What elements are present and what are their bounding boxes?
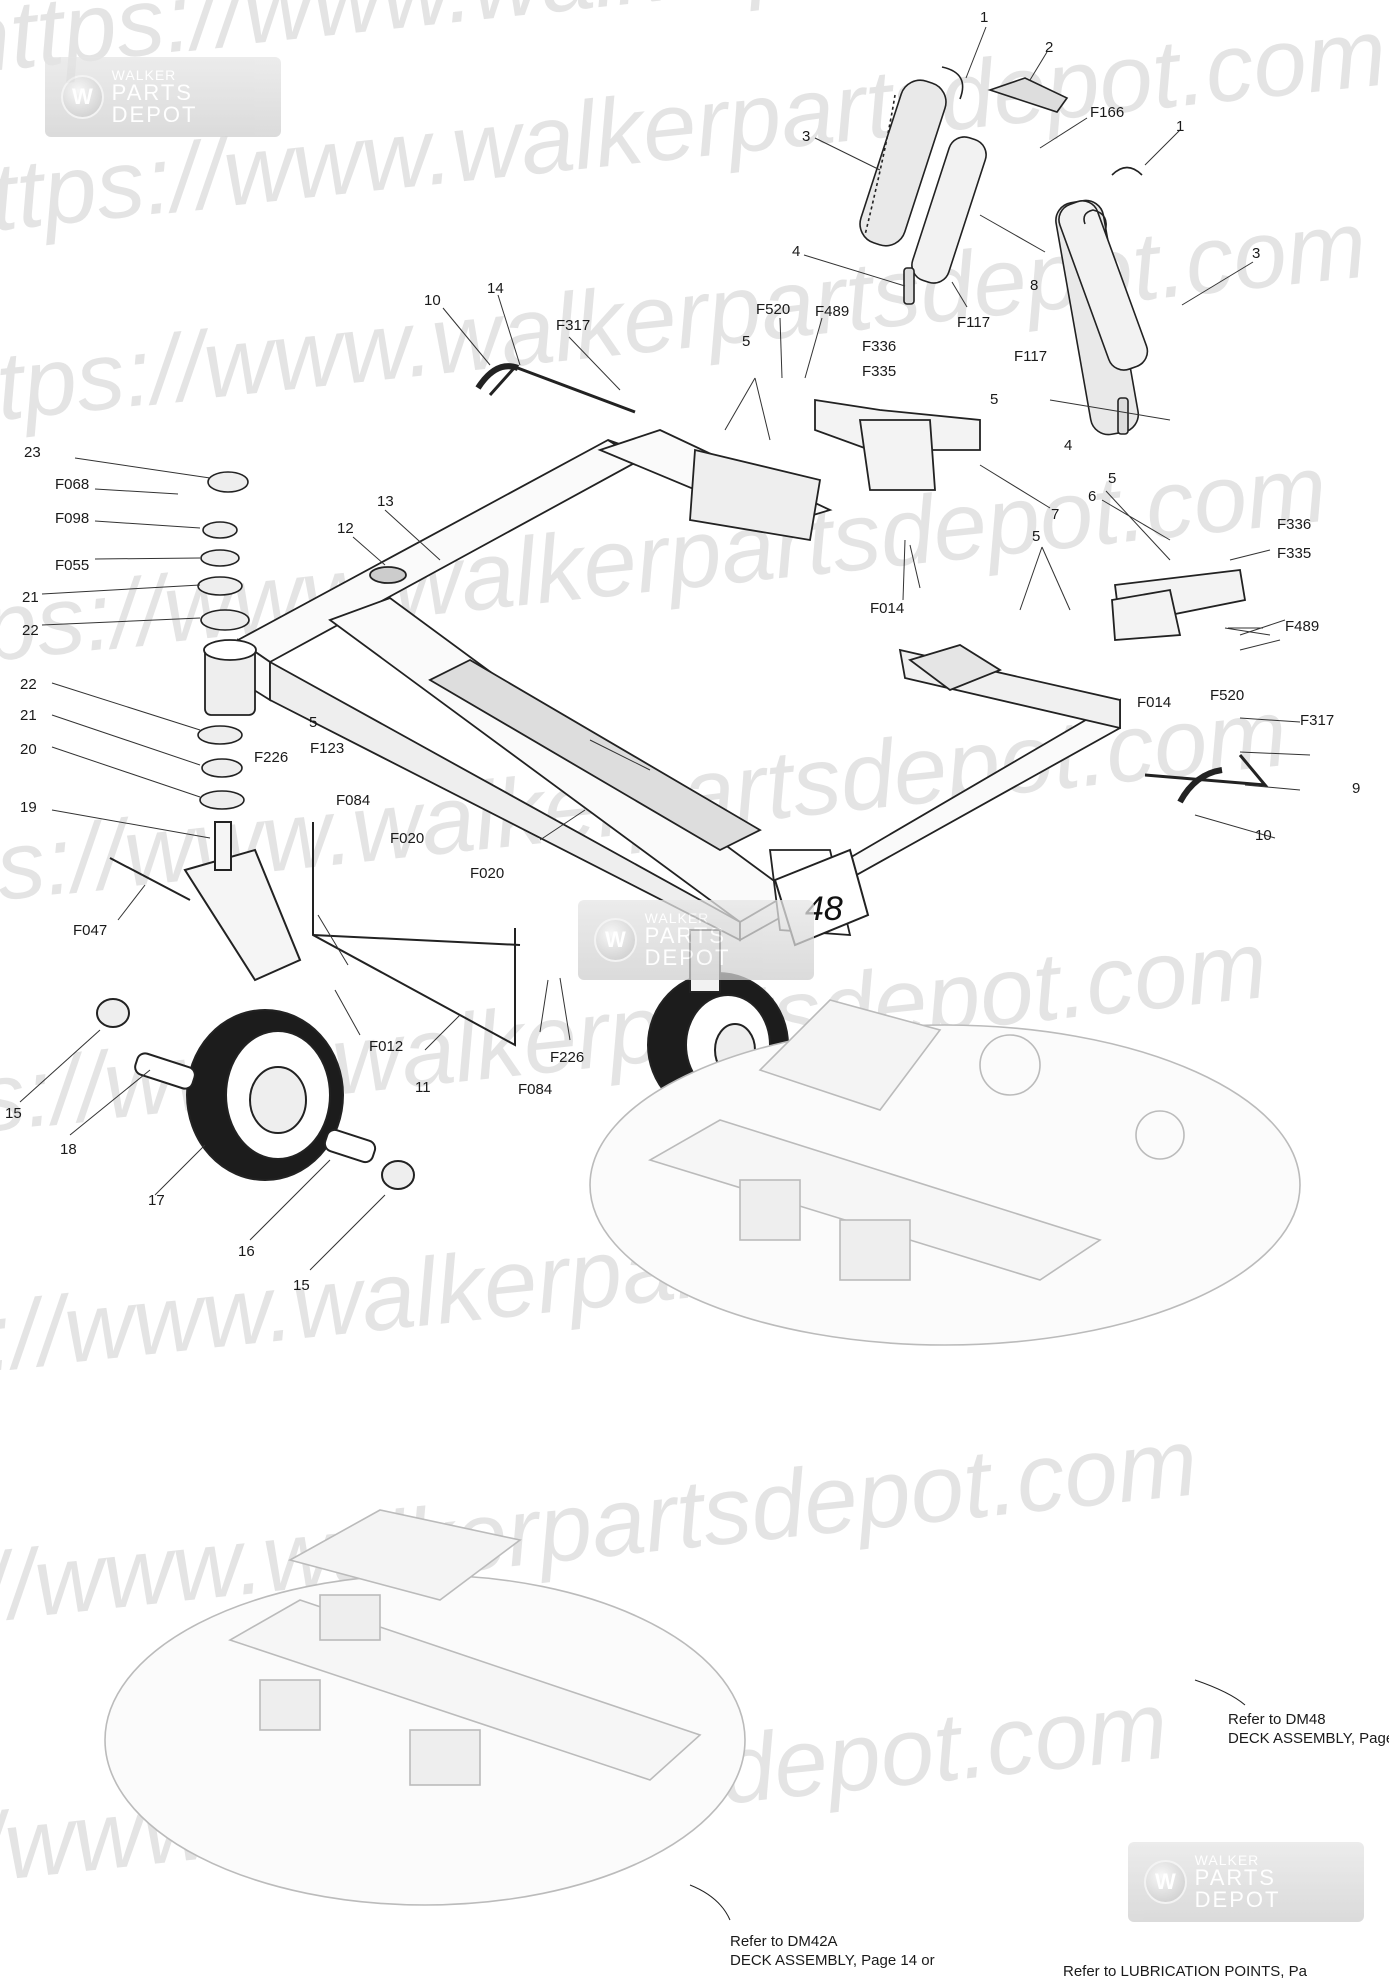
callout: 6 <box>1088 488 1096 505</box>
callout: F055 <box>55 557 89 574</box>
callout: F489 <box>815 303 849 320</box>
note-dm42a: Refer to DM42A DECK ASSEMBLY, Page 14 or <box>730 1933 935 1969</box>
callout: 12 <box>337 520 354 537</box>
callout: 9 <box>1352 780 1360 797</box>
callout: 10 <box>424 292 441 309</box>
callout: 11 <box>415 1079 431 1096</box>
deck-dm42a <box>104 1509 746 1906</box>
walker-logo-icon: W <box>594 918 637 962</box>
deck-frame <box>203 429 1121 942</box>
logo-text-top: WALKER <box>1194 1852 1260 1868</box>
callout: F084 <box>518 1081 552 1098</box>
callout: 17 <box>148 1192 165 1209</box>
logo-text-top: WALKER <box>644 910 710 926</box>
callout: 23 <box>24 444 41 461</box>
callout: 20 <box>20 741 37 758</box>
callout: 15 <box>5 1105 22 1122</box>
callout: 7 <box>1051 506 1059 523</box>
walker-logo-icon: W <box>61 75 104 119</box>
callout: F068 <box>55 476 89 493</box>
callout: 3 <box>802 128 810 145</box>
caster-wheel-left <box>96 998 415 1190</box>
logo-text-bottom: PARTS DEPOT <box>111 80 198 127</box>
gauge-wheel-bracket <box>312 822 521 1047</box>
callout: 5 <box>742 333 750 350</box>
spring-assembly-left <box>859 66 1149 436</box>
callout: F520 <box>756 301 790 318</box>
callout: F014 <box>870 600 904 617</box>
watermark-logo: W WALKER PARTS DEPOT <box>1128 1842 1364 1922</box>
callout: 4 <box>1064 437 1072 454</box>
watermark-logo: W WALKER PARTS DEPOT <box>45 57 281 137</box>
callout: 8 <box>1030 277 1038 294</box>
callout: F520 <box>1210 687 1244 704</box>
callout: 21 <box>22 589 39 606</box>
callout: 22 <box>22 622 39 639</box>
callout: 4 <box>792 243 800 260</box>
callout: F047 <box>73 922 107 939</box>
logo-text-top: WALKER <box>111 67 177 83</box>
logo-text-bottom: PARTS DEPOT <box>644 923 731 970</box>
callout: F336 <box>1277 516 1311 533</box>
callout: F335 <box>1277 545 1311 562</box>
callout: F317 <box>556 317 590 334</box>
deck-leader-lines <box>689 1679 1246 1921</box>
callout: F226 <box>254 749 288 766</box>
callout: 21 <box>20 707 37 724</box>
callout: F335 <box>862 363 896 380</box>
callout: F020 <box>390 830 424 847</box>
deck-dm48 <box>589 999 1301 1346</box>
callout: F014 <box>1137 694 1171 711</box>
callout: 5 <box>1032 528 1040 545</box>
callout: F020 <box>470 865 504 882</box>
callout: 3 <box>1252 245 1260 262</box>
callout: F117 <box>957 314 990 331</box>
callout: 5 <box>990 391 998 408</box>
spindle-stack <box>197 471 250 810</box>
callout: F336 <box>862 338 896 355</box>
caster-fork-left <box>109 821 302 982</box>
note-lubrication: Refer to LUBRICATION POINTS, Pa <box>1063 1963 1307 1980</box>
callout-labels: 1 2 F166 3 1 3 4 8 F117 F520 F489 F336 F… <box>5 9 1360 1294</box>
callout: F098 <box>55 510 89 527</box>
leader-lines <box>19 26 1311 1271</box>
callout: 15 <box>293 1277 310 1294</box>
callout: F012 <box>369 1038 403 1055</box>
callout: F166 <box>1090 104 1124 121</box>
callout: 5 <box>1108 470 1116 487</box>
callout: F117 <box>1014 348 1047 365</box>
pivot-arms <box>814 398 1247 641</box>
callout: 5 <box>309 714 317 731</box>
callout: F317 <box>1300 712 1334 729</box>
callout: F084 <box>336 792 370 809</box>
logo-text-bottom: PARTS DEPOT <box>1194 1865 1281 1912</box>
callout: 14 <box>487 280 504 297</box>
callout: 22 <box>20 676 37 693</box>
callout: F123 <box>310 740 344 757</box>
callout: 18 <box>60 1141 77 1158</box>
tow-handles <box>475 363 1269 804</box>
callout: 10 <box>1255 827 1272 844</box>
callout: 2 <box>1045 39 1053 56</box>
note-dm48: Refer to DM48 DECK ASSEMBLY, Page 1 <box>1228 1711 1389 1747</box>
callout: 19 <box>20 799 37 816</box>
walker-logo-icon: W <box>1144 1860 1187 1904</box>
callout: F226 <box>550 1049 584 1066</box>
callout: 1 <box>1176 118 1184 135</box>
callout: 13 <box>377 493 394 510</box>
callout: 16 <box>238 1243 255 1260</box>
callout: 1 <box>980 9 988 26</box>
callout: F489 <box>1285 618 1319 635</box>
watermark-logo: W WALKER PARTS DEPOT <box>578 900 814 980</box>
